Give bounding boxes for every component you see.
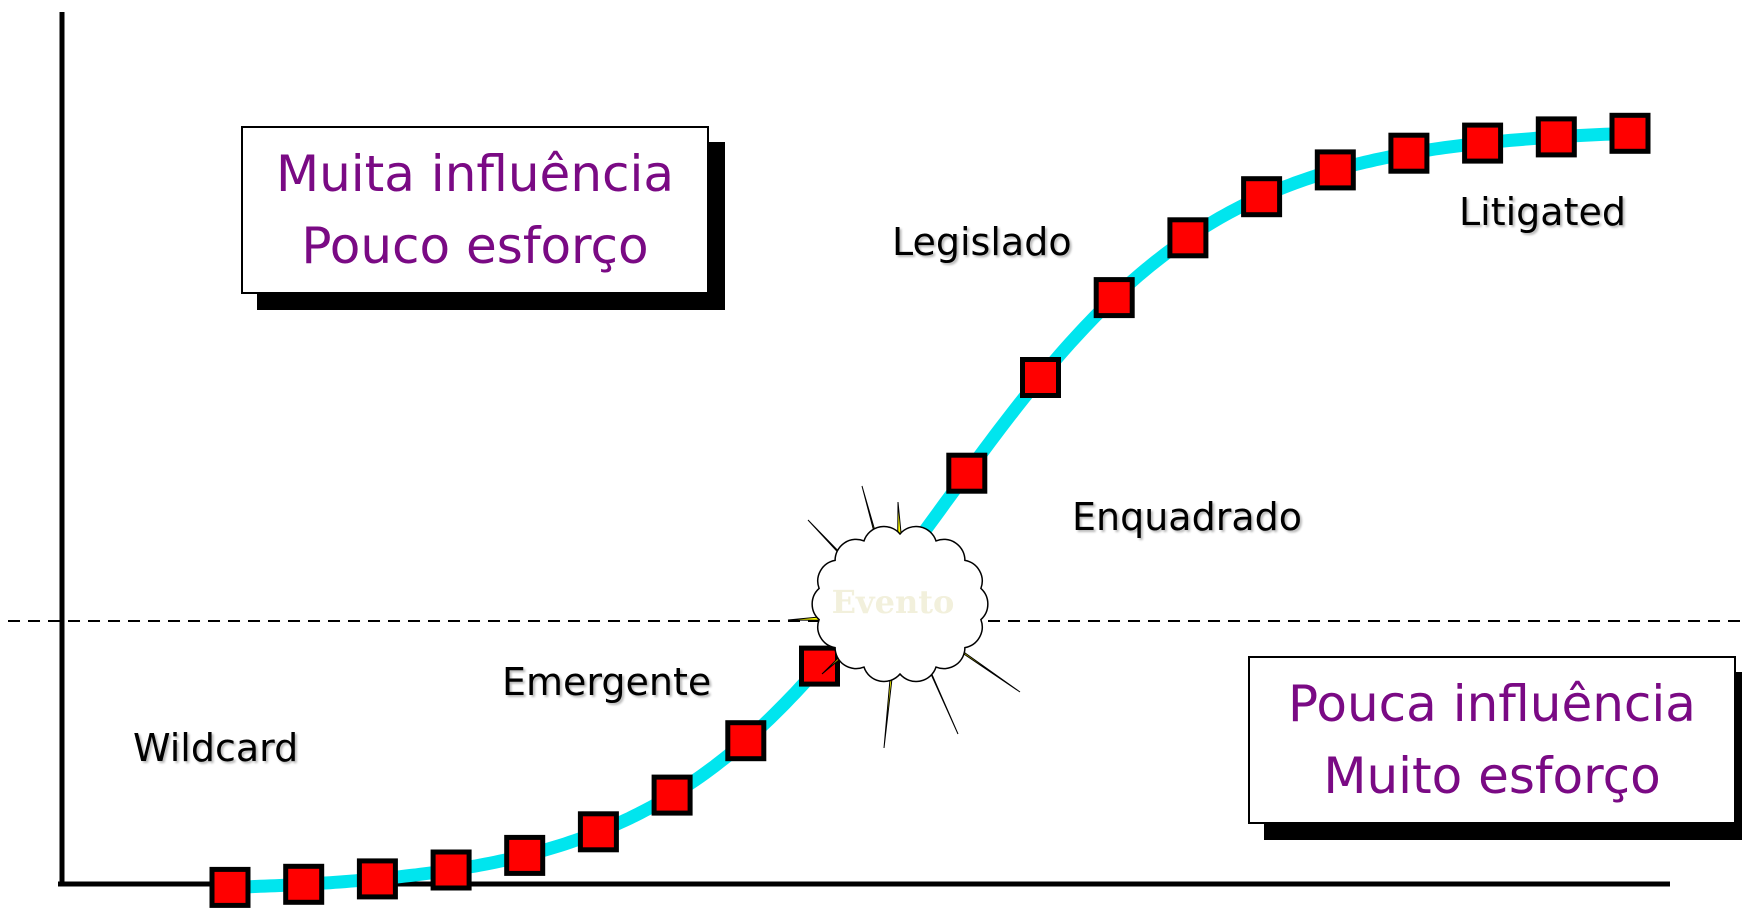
curve-marker bbox=[725, 720, 767, 762]
quadrant-bottom-line1: Pouca influência bbox=[1288, 675, 1696, 733]
curve-marker bbox=[283, 863, 325, 905]
stage-label-legislado: Legislado bbox=[892, 220, 1072, 264]
curve-marker bbox=[356, 858, 398, 900]
event-label: Evento bbox=[832, 583, 955, 621]
stage-label-enquadrado: Enquadrado bbox=[1072, 495, 1302, 539]
curve-marker bbox=[1241, 176, 1283, 218]
stage-label-emergente: Emergente bbox=[502, 660, 712, 704]
quadrant-box-low-influence: Pouca influência Muito esforço bbox=[1248, 656, 1736, 824]
quadrant-top-line2: Pouco esforço bbox=[301, 217, 649, 275]
curve-marker bbox=[1314, 149, 1356, 191]
curve-marker bbox=[946, 452, 988, 494]
curve-marker bbox=[577, 811, 619, 853]
curve-marker bbox=[1535, 116, 1577, 158]
curve-marker bbox=[1093, 277, 1135, 319]
curve-marker bbox=[209, 866, 251, 908]
curve-markers bbox=[209, 112, 1651, 908]
quadrant-box-high-influence: Muita influência Pouco esforço bbox=[241, 126, 709, 294]
curve-marker bbox=[1020, 357, 1061, 398]
event-cloud bbox=[811, 525, 989, 683]
curve-marker bbox=[430, 849, 472, 891]
curve-marker bbox=[1388, 132, 1430, 174]
stage-label-wildcard: Wildcard bbox=[133, 726, 299, 770]
curve-marker bbox=[504, 834, 546, 876]
quadrant-top-line1: Muita influência bbox=[275, 145, 675, 203]
quadrant-bottom-line2: Muito esforço bbox=[1323, 747, 1661, 805]
curve-marker bbox=[1609, 112, 1651, 154]
stage-label-litigated: Litigated bbox=[1459, 190, 1626, 234]
curve-marker bbox=[651, 774, 693, 816]
curve-marker bbox=[1167, 217, 1209, 259]
event-burst: Evento bbox=[787, 485, 1021, 749]
curve-marker bbox=[1462, 122, 1504, 164]
